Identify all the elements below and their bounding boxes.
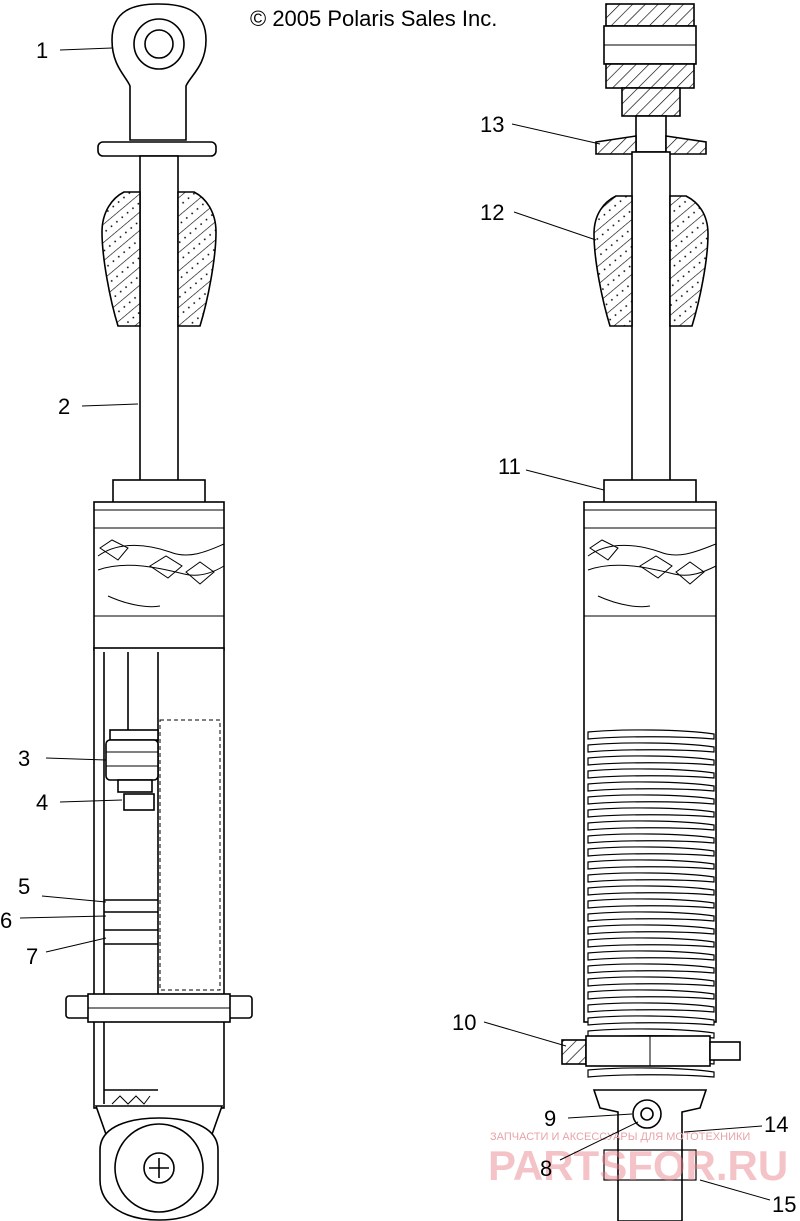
right-shaft	[631, 151, 671, 483]
spring-coil	[587, 898, 715, 909]
left-shock	[65, 3, 253, 1221]
right-seal-nut	[603, 479, 697, 505]
spring-coil	[587, 742, 715, 753]
spring-coil	[587, 859, 715, 870]
callout-2: 2	[58, 394, 70, 419]
spring-coil	[587, 807, 715, 818]
callout-13: 13	[480, 112, 504, 137]
spring-coil	[587, 794, 715, 805]
watermark-logo: PARTSFOR.RU	[488, 1142, 788, 1189]
right-shock	[561, 3, 741, 1221]
spring-coil	[587, 872, 715, 883]
spring-coil	[587, 924, 715, 935]
left-seal-nut	[112, 479, 206, 505]
left-body	[65, 501, 253, 1141]
left-shaft	[139, 155, 179, 483]
right-bumper-left-half	[593, 195, 633, 327]
callout-11: 11	[498, 454, 521, 479]
spring-coil	[587, 937, 715, 948]
callout-12: 12	[480, 200, 504, 225]
callout-7: 7	[26, 944, 38, 969]
callout-15: 15	[772, 1192, 796, 1217]
spring-coil	[587, 950, 715, 961]
callout-5: 5	[18, 874, 30, 899]
lower-clevis	[592, 1089, 708, 1221]
bottom-eyelet	[99, 1117, 219, 1221]
callout-3: 3	[18, 746, 30, 771]
spring-coil	[587, 820, 715, 831]
callout-9: 9	[544, 1106, 556, 1131]
callout-8: 8	[540, 1156, 552, 1181]
spring-coil	[587, 1002, 715, 1013]
left-bumper-left-half	[101, 191, 141, 327]
callout-4: 4	[36, 790, 48, 815]
spring-coil	[587, 976, 715, 987]
spring-coil	[587, 911, 715, 922]
spring-coil	[587, 885, 715, 896]
top-eyelet	[97, 3, 217, 157]
callout-10: 10	[452, 1010, 476, 1035]
spring-coil	[587, 768, 715, 779]
right-bumper-right-half	[669, 195, 709, 327]
left-bumper-right-half	[177, 191, 217, 327]
top-bushing	[595, 3, 707, 155]
spring-coil	[587, 846, 715, 857]
spring-coil	[587, 729, 715, 740]
callout-leaders	[19, 47, 771, 1201]
callout-14: 14	[764, 1112, 788, 1137]
spring-coil	[587, 963, 715, 974]
watermark-tagline: ЗАПЧАСТИ И АКСЕССУАРЫ ДЛЯ МОТОТЕХНИКИ	[490, 1131, 750, 1143]
copyright-text: © 2005 Polaris Sales Inc.	[250, 6, 497, 31]
callout-labels: 1 2 3 4 5 6 7 8 9 10 11 12 13 14 15	[0, 38, 796, 1217]
spring-coil	[587, 989, 715, 1000]
callout-1: 1	[36, 38, 48, 63]
spring-adjuster	[561, 1035, 741, 1067]
spring-coil	[587, 1015, 715, 1026]
spring-coil	[587, 1067, 715, 1078]
spring-coil	[587, 755, 715, 766]
callout-6: 6	[0, 908, 12, 933]
spring-coil	[587, 833, 715, 844]
spring-coil	[587, 781, 715, 792]
